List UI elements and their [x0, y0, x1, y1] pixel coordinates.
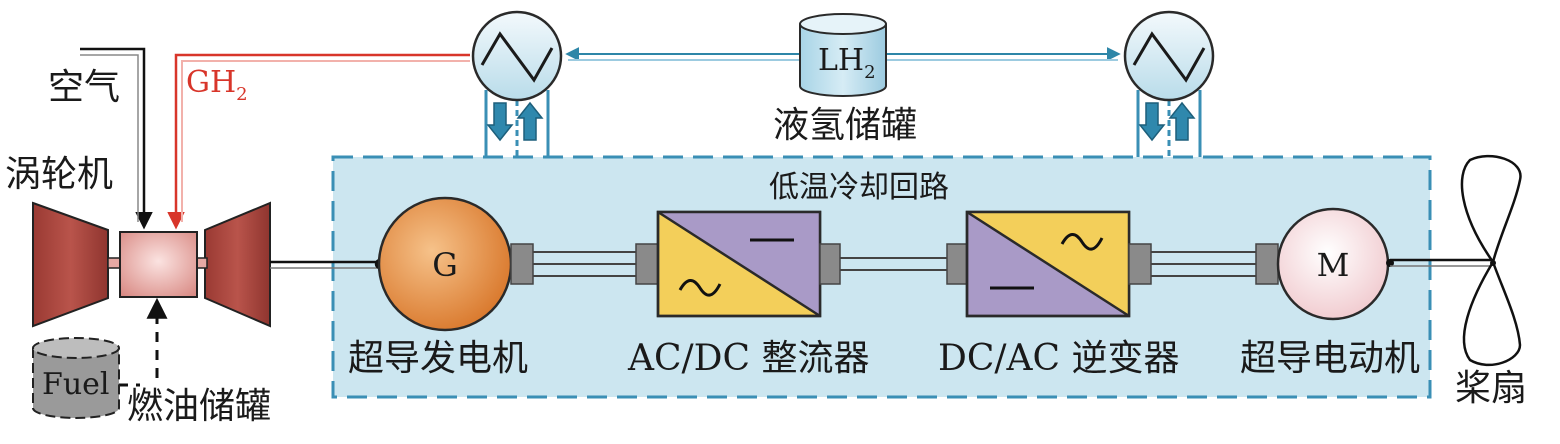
rectifier: [656, 210, 822, 318]
propeller-shaft: [1386, 258, 1493, 267]
lh2-supply-lines: [565, 47, 1121, 61]
cable-inv-motor: [1128, 243, 1279, 285]
propeller: [1460, 154, 1522, 367]
left-heat-exchanger: [471, 10, 563, 102]
motor-symbol: M: [1317, 246, 1350, 284]
right-flow-arrows: [1138, 101, 1196, 142]
right-heat-exchanger: [1123, 10, 1215, 102]
inverter: [965, 210, 1131, 318]
propeller-label: 桨扇: [1455, 368, 1527, 409]
turbine-assembly: [32, 201, 271, 328]
lh2-label: LH2: [818, 43, 876, 83]
gh2-label: GH2: [186, 65, 248, 105]
ac-symbol-icon: [678, 279, 722, 297]
fuel-line: [118, 297, 168, 387]
left-hx-ducts: [484, 90, 550, 157]
down-arrow-icon: [486, 102, 514, 142]
up-arrow-icon: [516, 101, 544, 141]
cable-rect-inv: [819, 243, 968, 285]
turbine-shape: [204, 201, 271, 328]
sc-generator-label: 超导发电机: [348, 338, 528, 379]
gh2-line: [167, 53, 470, 230]
fuel-label: Fuel: [42, 367, 110, 402]
cooling-loop-label: 低温冷却回路: [769, 170, 949, 205]
turbine-label: 涡轮机: [5, 154, 113, 195]
air-label: 空气: [48, 67, 120, 108]
ac-symbol-icon: [1060, 233, 1104, 251]
compressor-shape: [32, 201, 109, 328]
right-hx-ducts: [1136, 90, 1202, 157]
cable-gen-rect: [510, 243, 659, 285]
inverter-label: DC/AC 逆变器: [938, 338, 1180, 379]
air-line: [80, 47, 153, 230]
rectifier-label: AC/DC 整流器: [627, 338, 870, 379]
fuel-tank-label: 燃油储罐: [127, 386, 271, 427]
fuel-tank: Fuel: [32, 337, 120, 419]
generator-symbol: G: [432, 246, 458, 284]
up-arrow-icon: [1168, 101, 1196, 141]
down-arrow-icon: [1138, 102, 1166, 142]
lh2-tank-label: 液氢储罐: [773, 105, 917, 146]
generator: G: [377, 196, 513, 332]
lh2-tank: LH2: [799, 13, 887, 97]
combustor-box: [119, 231, 198, 298]
sc-motor-label: 超导电动机: [1240, 338, 1420, 379]
motor: M: [1276, 207, 1390, 321]
left-flow-arrows: [486, 101, 544, 142]
